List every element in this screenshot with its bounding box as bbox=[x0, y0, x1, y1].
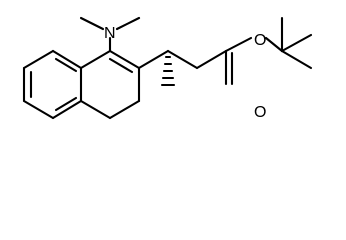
bond-tbutyl-methyl-right bbox=[280, 33, 313, 53]
bond-n-methyl-left bbox=[79, 16, 105, 31]
bond-oxygen-tbutyl bbox=[264, 36, 284, 53]
bond-ch2-carbonyl bbox=[195, 49, 228, 70]
bond-ar-3-inner bbox=[54, 57, 78, 73]
bond-c4-c4a bbox=[79, 99, 112, 120]
bond-tbutyl-methyl-down bbox=[280, 49, 313, 70]
atom-label-layer: N O O bbox=[104, 25, 266, 121]
bond-carbonyl-oxygen bbox=[224, 36, 253, 53]
bond-ar-3 bbox=[51, 49, 83, 70]
bond-c1-c2 bbox=[108, 49, 141, 70]
bond-c3-c4 bbox=[108, 99, 141, 120]
bond-ar-5-inner bbox=[54, 96, 78, 112]
bond-c8a-c1 bbox=[79, 49, 112, 70]
bond-c1-c2-inner bbox=[108, 57, 134, 74]
bond-ar-2 bbox=[22, 49, 55, 70]
bond-ar-6 bbox=[22, 99, 55, 120]
carbonyl-oxygen-label: O bbox=[254, 104, 266, 121]
bond-ar-5 bbox=[51, 99, 83, 120]
bond-n-methyl-right bbox=[115, 16, 141, 31]
chemical-structure-diagram: N O O bbox=[22, 16, 313, 121]
bond-layer bbox=[22, 16, 313, 120]
bond-c2-stereocenter bbox=[137, 49, 170, 70]
ester-oxygen-label: O bbox=[254, 32, 266, 49]
bond-stereocenter-ch2 bbox=[166, 49, 199, 70]
nitrogen-label: N bbox=[104, 25, 116, 42]
hashed-wedge-bond bbox=[160, 55, 176, 87]
